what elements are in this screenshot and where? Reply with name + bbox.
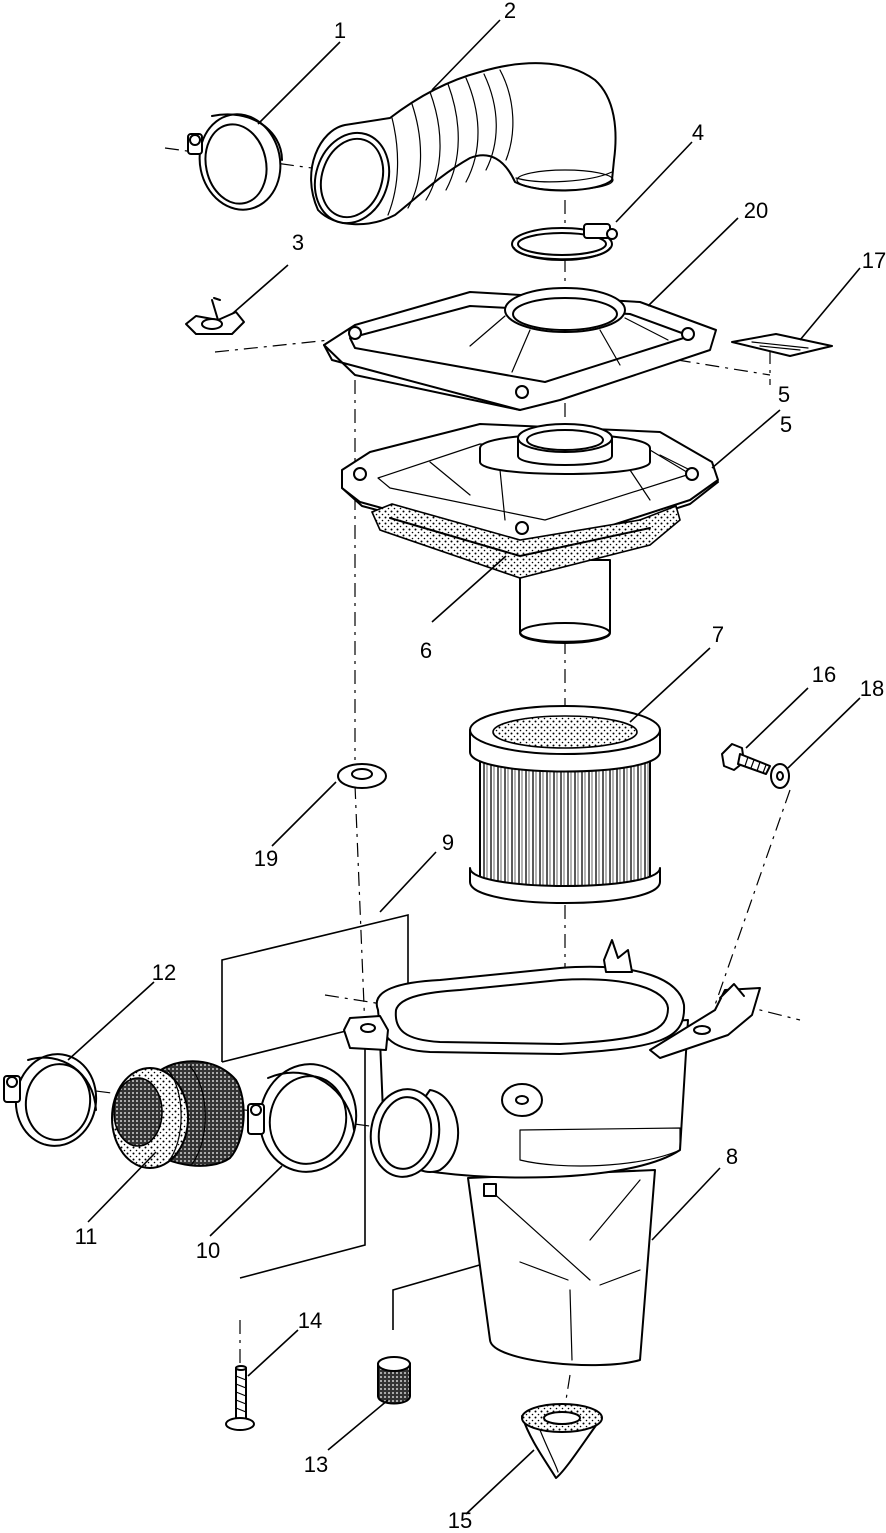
callout-6: 6 — [420, 638, 432, 663]
part-cover[interactable] — [323, 287, 717, 411]
callout-numbers: 1 2 3 4 5 5 6 7 8 9 10 11 12 13 14 15 16… — [75, 0, 886, 1533]
callout-14: 14 — [298, 1308, 322, 1333]
callout-17: 17 — [862, 248, 886, 273]
leader-lines — [67, 19, 861, 1515]
callout-9: 9 — [442, 830, 454, 855]
part-washer-18[interactable] — [770, 763, 790, 789]
callout-4: 4 — [692, 120, 704, 145]
part-clamp-1[interactable] — [187, 107, 289, 218]
part-plug[interactable] — [377, 1356, 411, 1405]
callout-15: 15 — [448, 1508, 472, 1533]
part-grommet-19[interactable] — [337, 763, 387, 789]
part-bolt[interactable] — [721, 743, 771, 775]
part-housing-top[interactable] — [341, 423, 719, 644]
callout-8: 8 — [726, 1144, 738, 1169]
callout-12: 12 — [152, 960, 176, 985]
callout-2: 2 — [504, 0, 516, 23]
callout-10: 10 — [196, 1238, 220, 1263]
callout-16: 16 — [812, 662, 836, 687]
part-intake-elbow-boot[interactable] — [304, 62, 617, 233]
callout-18: 18 — [860, 676, 884, 701]
callout-13: 13 — [304, 1452, 328, 1477]
part-clamp-10[interactable] — [247, 1056, 365, 1179]
callout-7: 7 — [712, 622, 724, 647]
part-gasket[interactable] — [370, 503, 681, 579]
callout-20: 20 — [744, 198, 768, 223]
callout-5-housing: 5 — [780, 412, 792, 437]
callout-3: 3 — [292, 230, 304, 255]
part-clamp-4[interactable] — [511, 223, 618, 261]
part-wing-nut[interactable] — [185, 297, 245, 335]
callout-11: 11 — [75, 1224, 98, 1249]
part-air-box[interactable] — [343, 939, 761, 1367]
part-screw[interactable] — [225, 1365, 255, 1431]
part-intake-duct[interactable] — [111, 1060, 245, 1169]
callout-1: 1 — [334, 18, 346, 43]
part-filter-element[interactable] — [469, 705, 661, 904]
callout-19: 19 — [254, 846, 278, 871]
part-decal[interactable] — [731, 333, 833, 357]
callout-5-cover: 5 — [778, 382, 790, 407]
part-clamp-12[interactable] — [3, 1049, 102, 1151]
part-drain-boot[interactable] — [521, 1403, 603, 1479]
